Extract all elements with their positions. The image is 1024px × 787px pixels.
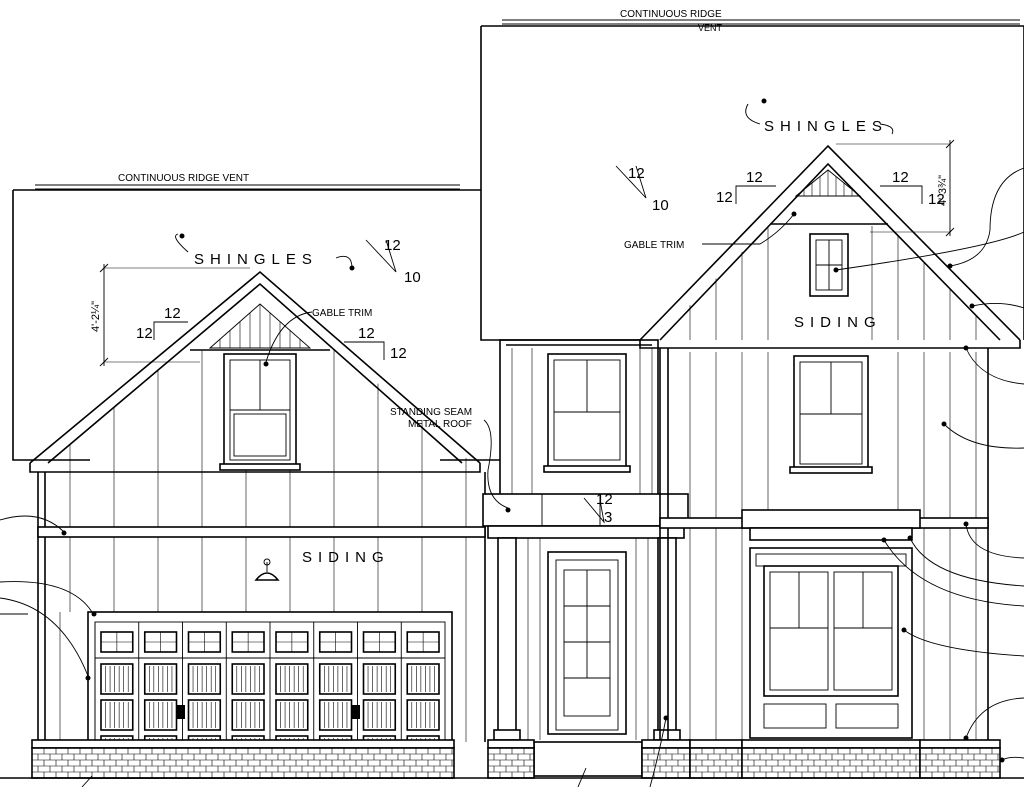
left-gable-height-dim: 4'-2¼" (90, 301, 102, 332)
pitch-main-right: 12 10 (615, 165, 669, 214)
pitch-left-gable-r: 12 12 (344, 325, 407, 362)
left-gable-battens (219, 304, 301, 348)
pitch-main-left-rise: 12 (384, 237, 401, 254)
right-gable-battens (803, 170, 853, 196)
gable-trim-left-label: GABLE TRIM (312, 308, 372, 319)
siding-right-label: SIDING (794, 314, 882, 331)
garage-light-fixture (254, 558, 280, 581)
pitch-right-gable-l: 12 12 (716, 169, 776, 206)
pitch-left-gable-r-run: 12 (390, 345, 407, 362)
dimension-left-gable: 4'-2¼" (90, 263, 250, 367)
pitch-right-gable-r-run: 12 (928, 191, 945, 208)
right-wall-battens (689, 226, 977, 740)
left-upper-window (219, 353, 301, 471)
center-entry-bay (482, 339, 689, 777)
pitch-left-gable-l-run: 12 (136, 325, 153, 342)
pitch-main-right-rise: 12 (628, 165, 645, 182)
pitch-main-right-run: 10 (652, 197, 669, 214)
ridge-vent-right-label-1: CONTINUOUS RIDGE (620, 9, 722, 20)
pitch-right-gable-l-run: 12 (716, 189, 733, 206)
pitch-right-gable-l-rise: 12 (746, 169, 763, 186)
pitch-left-gable-l-rise: 12 (164, 305, 181, 322)
shingles-left-label: SHINGLES (194, 251, 318, 268)
brick-foundation (31, 739, 1001, 779)
pitch-main-left-run: 10 (404, 269, 421, 286)
ridge-vent-left-label: CONTINUOUS RIDGE VENT (118, 173, 249, 184)
pitch-porch: 12 3 (583, 491, 613, 526)
standing-seam-label-1: STANDING SEAM (390, 407, 472, 418)
left-wall-battens (59, 350, 467, 742)
right-upper-window (789, 355, 873, 474)
pitch-left-gable-r-rise: 12 (358, 325, 375, 342)
gable-trim-right-label: GABLE TRIM (624, 240, 684, 251)
pitch-right-gable-r: 12 12 (880, 169, 945, 208)
main-roof-left (12, 184, 500, 461)
pitch-right-gable-r-rise: 12 (892, 169, 909, 186)
siding-left-label: SIDING (302, 549, 390, 566)
center-battens (511, 348, 653, 740)
shingles-right-label: SHINGLES (764, 118, 888, 135)
ridge-vent-right-label-2: VENT (698, 23, 723, 33)
pitch-porch-run: 3 (604, 509, 612, 526)
pitch-main-left: 12 10 (365, 237, 421, 286)
right-gable-height-dim: 4'-3¾" (937, 175, 949, 206)
standing-seam-label-2: METAL ROOF (408, 419, 472, 430)
pitch-left-gable-l: 12 12 (136, 305, 188, 342)
bay-window (741, 509, 921, 739)
pitch-porch-rise: 12 (596, 491, 613, 508)
leader-lines (0, 98, 1024, 787)
dimension-right-gable: 4'-3¾" (836, 139, 955, 237)
